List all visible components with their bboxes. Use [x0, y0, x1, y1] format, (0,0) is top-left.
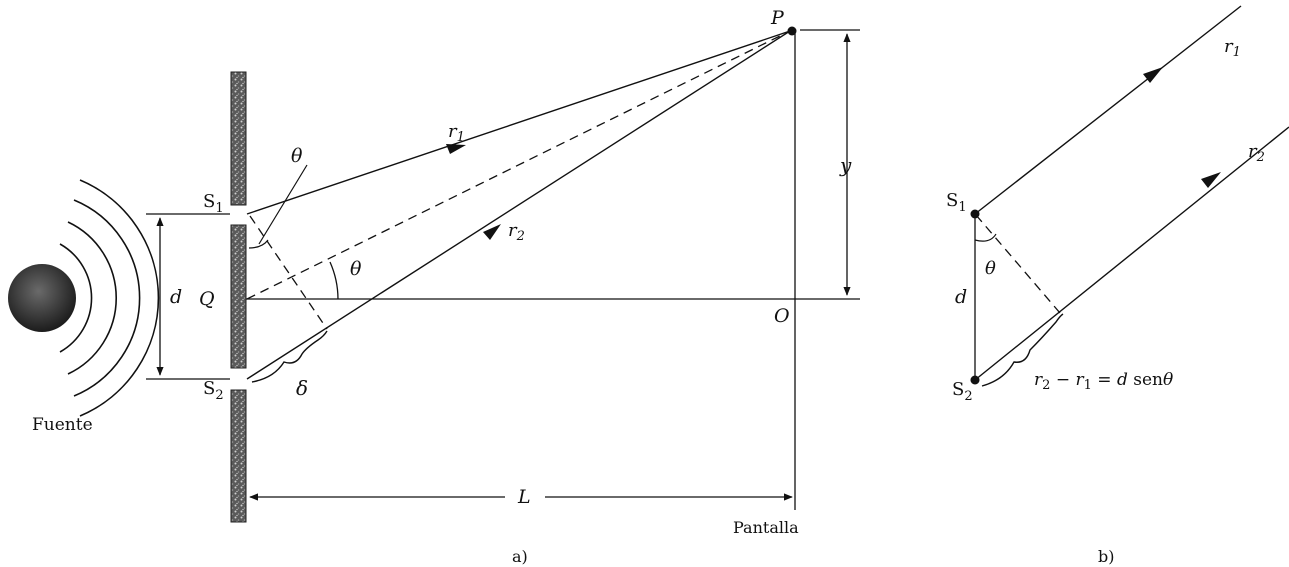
- b-slit1-label: S1: [946, 190, 967, 215]
- center-ray-dashed: [246, 30, 791, 300]
- b-slit2-label: S2: [952, 379, 973, 404]
- delta-brace: [251, 330, 328, 383]
- perpendicular-dashed: [249, 215, 328, 330]
- figure-b: S1 S2 d θ r1 r2 r2 − r1 = d senθ b): [946, 5, 1289, 566]
- L-label: L: [517, 486, 531, 508]
- point-P-dot: [787, 26, 797, 36]
- panel-a-label: a): [512, 547, 528, 566]
- b-slit2-dot: [970, 375, 980, 385]
- O-label: O: [774, 305, 790, 327]
- screen-label: Pantalla: [733, 518, 799, 537]
- b-brace: [981, 313, 1064, 387]
- ray-r2: [246, 30, 791, 380]
- theta-small-label: θ: [291, 145, 303, 167]
- b-r2-label: r2: [1248, 141, 1265, 165]
- P-label: P: [770, 7, 785, 29]
- ray-r1-arrow: [446, 144, 466, 154]
- b-path-difference-equation: r2 − r1 = d senθ: [1034, 370, 1173, 393]
- source-label: Fuente: [32, 415, 93, 435]
- theta-center-label: θ: [350, 258, 362, 280]
- b-ray-r1: [974, 5, 1242, 215]
- figure-a: Fuente S1 S2 d Q θ θ δ r1 r2 P O y L Pan…: [8, 7, 860, 566]
- light-source: [8, 264, 76, 332]
- y-label: y: [839, 153, 852, 177]
- b-ray-r1-arrow: [1143, 67, 1163, 83]
- ray-r1: [246, 30, 791, 215]
- panel-b-label: b): [1098, 547, 1114, 566]
- theta-arc-center: [329, 261, 339, 300]
- b-ray-r2-arrow: [1201, 172, 1221, 188]
- r2-label: r2: [508, 220, 525, 244]
- theta-arc-small: [248, 239, 269, 249]
- delta-label: δ: [296, 376, 308, 400]
- b-theta-arc: [974, 233, 997, 242]
- b-slit1-dot: [970, 209, 980, 219]
- barrier-middle: [230, 224, 247, 369]
- b-d-label: d: [955, 286, 967, 308]
- d-label: d: [170, 286, 182, 308]
- b-perpendicular-dashed: [975, 214, 1061, 314]
- r1-label: r1: [448, 121, 465, 145]
- Q-label: Q: [199, 288, 215, 310]
- barrier-bottom: [230, 389, 247, 523]
- slit2-label: S2: [203, 378, 224, 403]
- ray-r2-arrow: [483, 224, 501, 240]
- barrier-top: [230, 71, 247, 206]
- theta-leader: [258, 164, 308, 245]
- b-ray-r2: [974, 126, 1289, 381]
- slit1-label: S1: [203, 191, 224, 216]
- b-theta-label: θ: [985, 258, 996, 279]
- b-r1-label: r1: [1224, 36, 1241, 60]
